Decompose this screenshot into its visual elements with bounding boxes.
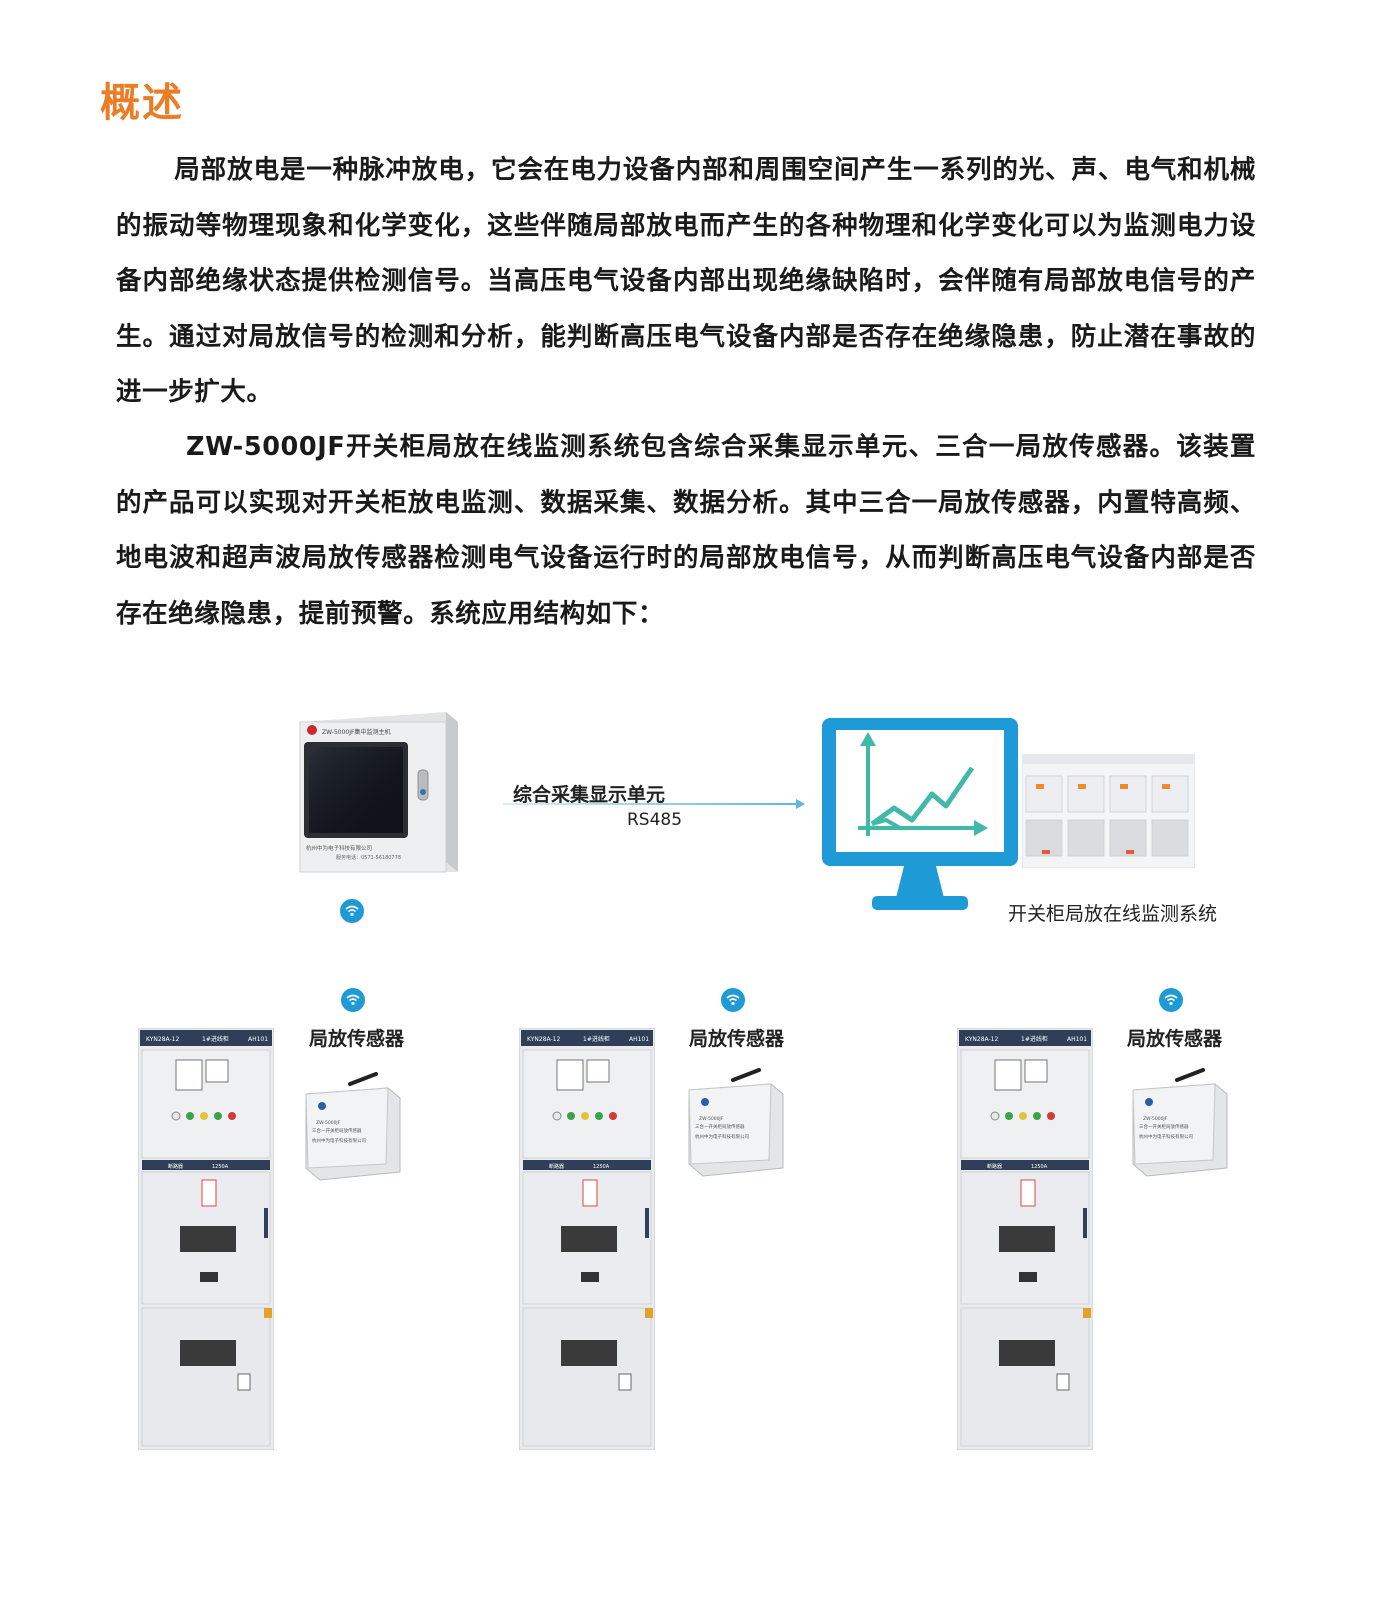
cabinet-code: AH101	[1067, 1036, 1087, 1043]
sensor-device: ZW-5000JF 三合一开关柜局放传感器 杭州中为电子科技有限公司	[688, 1068, 784, 1177]
paragraph-2-text: ZW-5000JF开关柜局放在线监测系统包含综合采集显示单元、三合一局放传感器。…	[116, 432, 1256, 629]
sensor-device: ZW-5000JF 三合一开关柜局放传感器 杭州中为电子科技有限公司	[1132, 1068, 1228, 1177]
sensor-device-model: ZW-5000JF	[1143, 1116, 1168, 1122]
host-phone-label: 服务电话：0571-56180778	[336, 854, 401, 861]
wifi-icon	[721, 988, 745, 1012]
cabinet-model: KYN28A-12	[146, 1036, 179, 1043]
cabinet-current: 1250A	[212, 1164, 229, 1170]
protocol-label: RS485	[627, 810, 683, 830]
cabinet-name: 1#进线柜	[1021, 1035, 1048, 1043]
host-company-label: 杭州中为电子科技有限公司	[306, 844, 372, 852]
cabinet-model: KYN28A-12	[527, 1036, 560, 1043]
switchgear-cabinet: KYN28A-12 1#进线柜 AH101 断路器 1250A	[519, 1028, 655, 1450]
intro-paragraph: 局部放电是一种脉冲放电，它会在电力设备内部和周围空间产生一系列的光、声、电气和机…	[116, 143, 1256, 421]
system-paragraph: ZW-5000JF开关柜局放在线监测系统包含综合采集显示单元、三合一局放传感器。…	[116, 420, 1256, 642]
switchgear-cabinet: KYN28A-12 1#进线柜 AH101 断路器 1250A	[957, 1028, 1093, 1450]
host-monitoring-unit: ZW-5000JF集中监测主机 杭州中为电子科技有限公司 服务电话：0571-5…	[299, 712, 458, 873]
software-screenshot	[1022, 754, 1195, 868]
cabinet-current: 1250A	[593, 1164, 610, 1170]
switchgear-cabinet: KYN28A-12 1#进线柜 AH101 断路器 1250A	[138, 1028, 274, 1450]
cabinet-name: 1#进线柜	[583, 1035, 610, 1043]
arrow-right-icon	[796, 799, 805, 809]
sensor-device-name: 三合一开关柜局放传感器	[312, 1127, 362, 1134]
cabinet-code: AH101	[629, 1036, 649, 1043]
host-model-label: ZW-5000JF集中监测主机	[322, 728, 390, 736]
breaker-label: 断路器	[987, 1163, 1002, 1170]
connection-label: 综合采集显示单元	[513, 784, 666, 806]
sensor-device: ZW-5000JF 三合一开关柜局放传感器 杭州中为电子科技有限公司	[305, 1072, 401, 1181]
sensor-device-model: ZW-5000JF	[316, 1120, 341, 1126]
connection-line	[503, 803, 803, 805]
breaker-label: 断路器	[549, 1163, 564, 1170]
sensor-device-model: ZW-5000JF	[699, 1116, 724, 1122]
sensor-label: 局放传感器	[689, 1028, 785, 1050]
sensor-device-company: 杭州中为电子科技有限公司	[1139, 1133, 1193, 1140]
sensor-label: 局放传感器	[1127, 1028, 1223, 1050]
sensor-device-name: 三合一开关柜局放传感器	[1139, 1123, 1189, 1130]
cabinet-name: 1#进线柜	[202, 1035, 229, 1043]
cabinet-current: 1250A	[1031, 1164, 1048, 1170]
sensor-device-company: 杭州中为电子科技有限公司	[695, 1133, 749, 1140]
cabinet-code: AH101	[248, 1036, 268, 1043]
page-title: 概述	[100, 80, 184, 126]
sensor-device-company: 杭州中为电子科技有限公司	[312, 1137, 366, 1144]
breaker-label: 断路器	[168, 1163, 183, 1170]
wifi-icon	[340, 899, 364, 923]
monitor-chart-icon	[822, 718, 1018, 910]
paragraph-1-text: 局部放电是一种脉冲放电，它会在电力设备内部和周围空间产生一系列的光、声、电气和机…	[116, 155, 1256, 407]
sensor-label: 局放传感器	[309, 1028, 405, 1050]
system-label: 开关柜局放在线监测系统	[1008, 903, 1218, 925]
cabinet-model: KYN28A-12	[965, 1036, 998, 1043]
sensor-device-name: 三合一开关柜局放传感器	[695, 1123, 745, 1130]
wifi-icon	[341, 988, 365, 1012]
wifi-icon	[1159, 988, 1183, 1012]
